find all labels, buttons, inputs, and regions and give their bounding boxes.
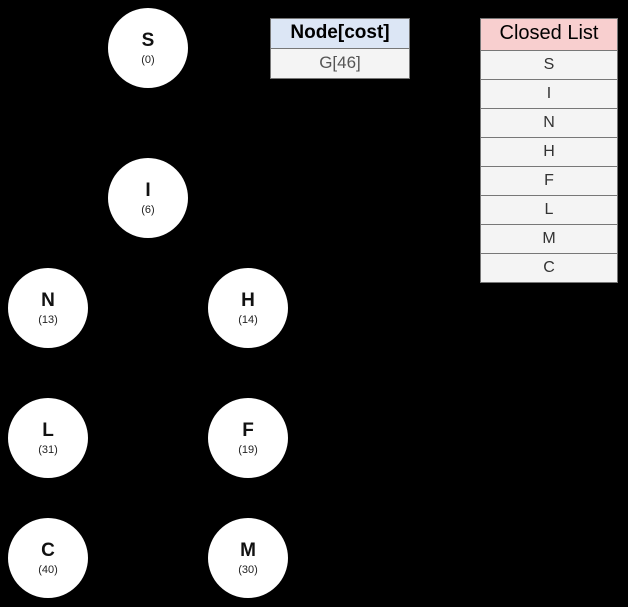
closed-list-item: N — [480, 108, 618, 138]
graph-node-label: I — [145, 179, 151, 201]
graph-node-cost: (30) — [238, 563, 258, 576]
graph-node-cost: (6) — [141, 203, 155, 216]
closed-list-item: C — [480, 253, 618, 283]
closed-list-item: M — [480, 224, 618, 254]
closed-list-header-cell: Closed List — [480, 18, 618, 51]
graph-node-label: H — [241, 289, 255, 311]
closed-list-header-row: Closed List — [480, 18, 618, 51]
graph-node-label: N — [41, 289, 55, 311]
legend-body: G[46] — [270, 48, 410, 79]
closed-list-item: L — [480, 195, 618, 225]
graph-node-label: S — [141, 29, 155, 51]
graph-node-c[interactable]: C (40) — [8, 518, 88, 598]
graph-node-s[interactable]: S (0) — [108, 8, 188, 88]
graph-node-label: L — [42, 419, 54, 441]
closed-list-item: H — [480, 137, 618, 167]
closed-list-row: M — [480, 224, 618, 254]
closed-list-row: F — [480, 166, 618, 196]
closed-list-row: N — [480, 108, 618, 138]
graph-node-m[interactable]: M (30) — [208, 518, 288, 598]
closed-list-item: F — [480, 166, 618, 196]
graph-node-label: C — [41, 539, 55, 561]
node-cost-legend-table: Node[cost] G[46] — [270, 18, 410, 79]
graph-node-label: F — [242, 419, 254, 441]
graph-node-l[interactable]: L (31) — [8, 398, 88, 478]
graph-node-cost: (19) — [238, 443, 258, 456]
closed-list-row: L — [480, 195, 618, 225]
graph-node-f[interactable]: F (19) — [208, 398, 288, 478]
closed-list-row: H — [480, 137, 618, 167]
graph-node-n[interactable]: N (13) — [8, 268, 88, 348]
graph-node-i[interactable]: I (6) — [108, 158, 188, 238]
closed-list-item: S — [480, 50, 618, 80]
graph-node-cost: (13) — [38, 313, 58, 326]
graph-node-cost: (0) — [141, 53, 155, 66]
closed-list-row: I — [480, 79, 618, 109]
legend-header-row: Node[cost] — [270, 18, 410, 49]
closed-list-row: S — [480, 50, 618, 80]
legend-row: G[46] — [270, 48, 410, 79]
closed-list-row: C — [480, 253, 618, 283]
graph-node-cost: (31) — [38, 443, 58, 456]
graph-node-h[interactable]: H (14) — [208, 268, 288, 348]
legend-goal-cell: G[46] — [270, 48, 410, 79]
graph-node-cost: (40) — [38, 563, 58, 576]
graph-node-label: M — [240, 539, 256, 561]
legend-header-cell: Node[cost] — [270, 18, 410, 49]
graph-node-cost: (14) — [238, 313, 258, 326]
closed-list-item: I — [480, 79, 618, 109]
